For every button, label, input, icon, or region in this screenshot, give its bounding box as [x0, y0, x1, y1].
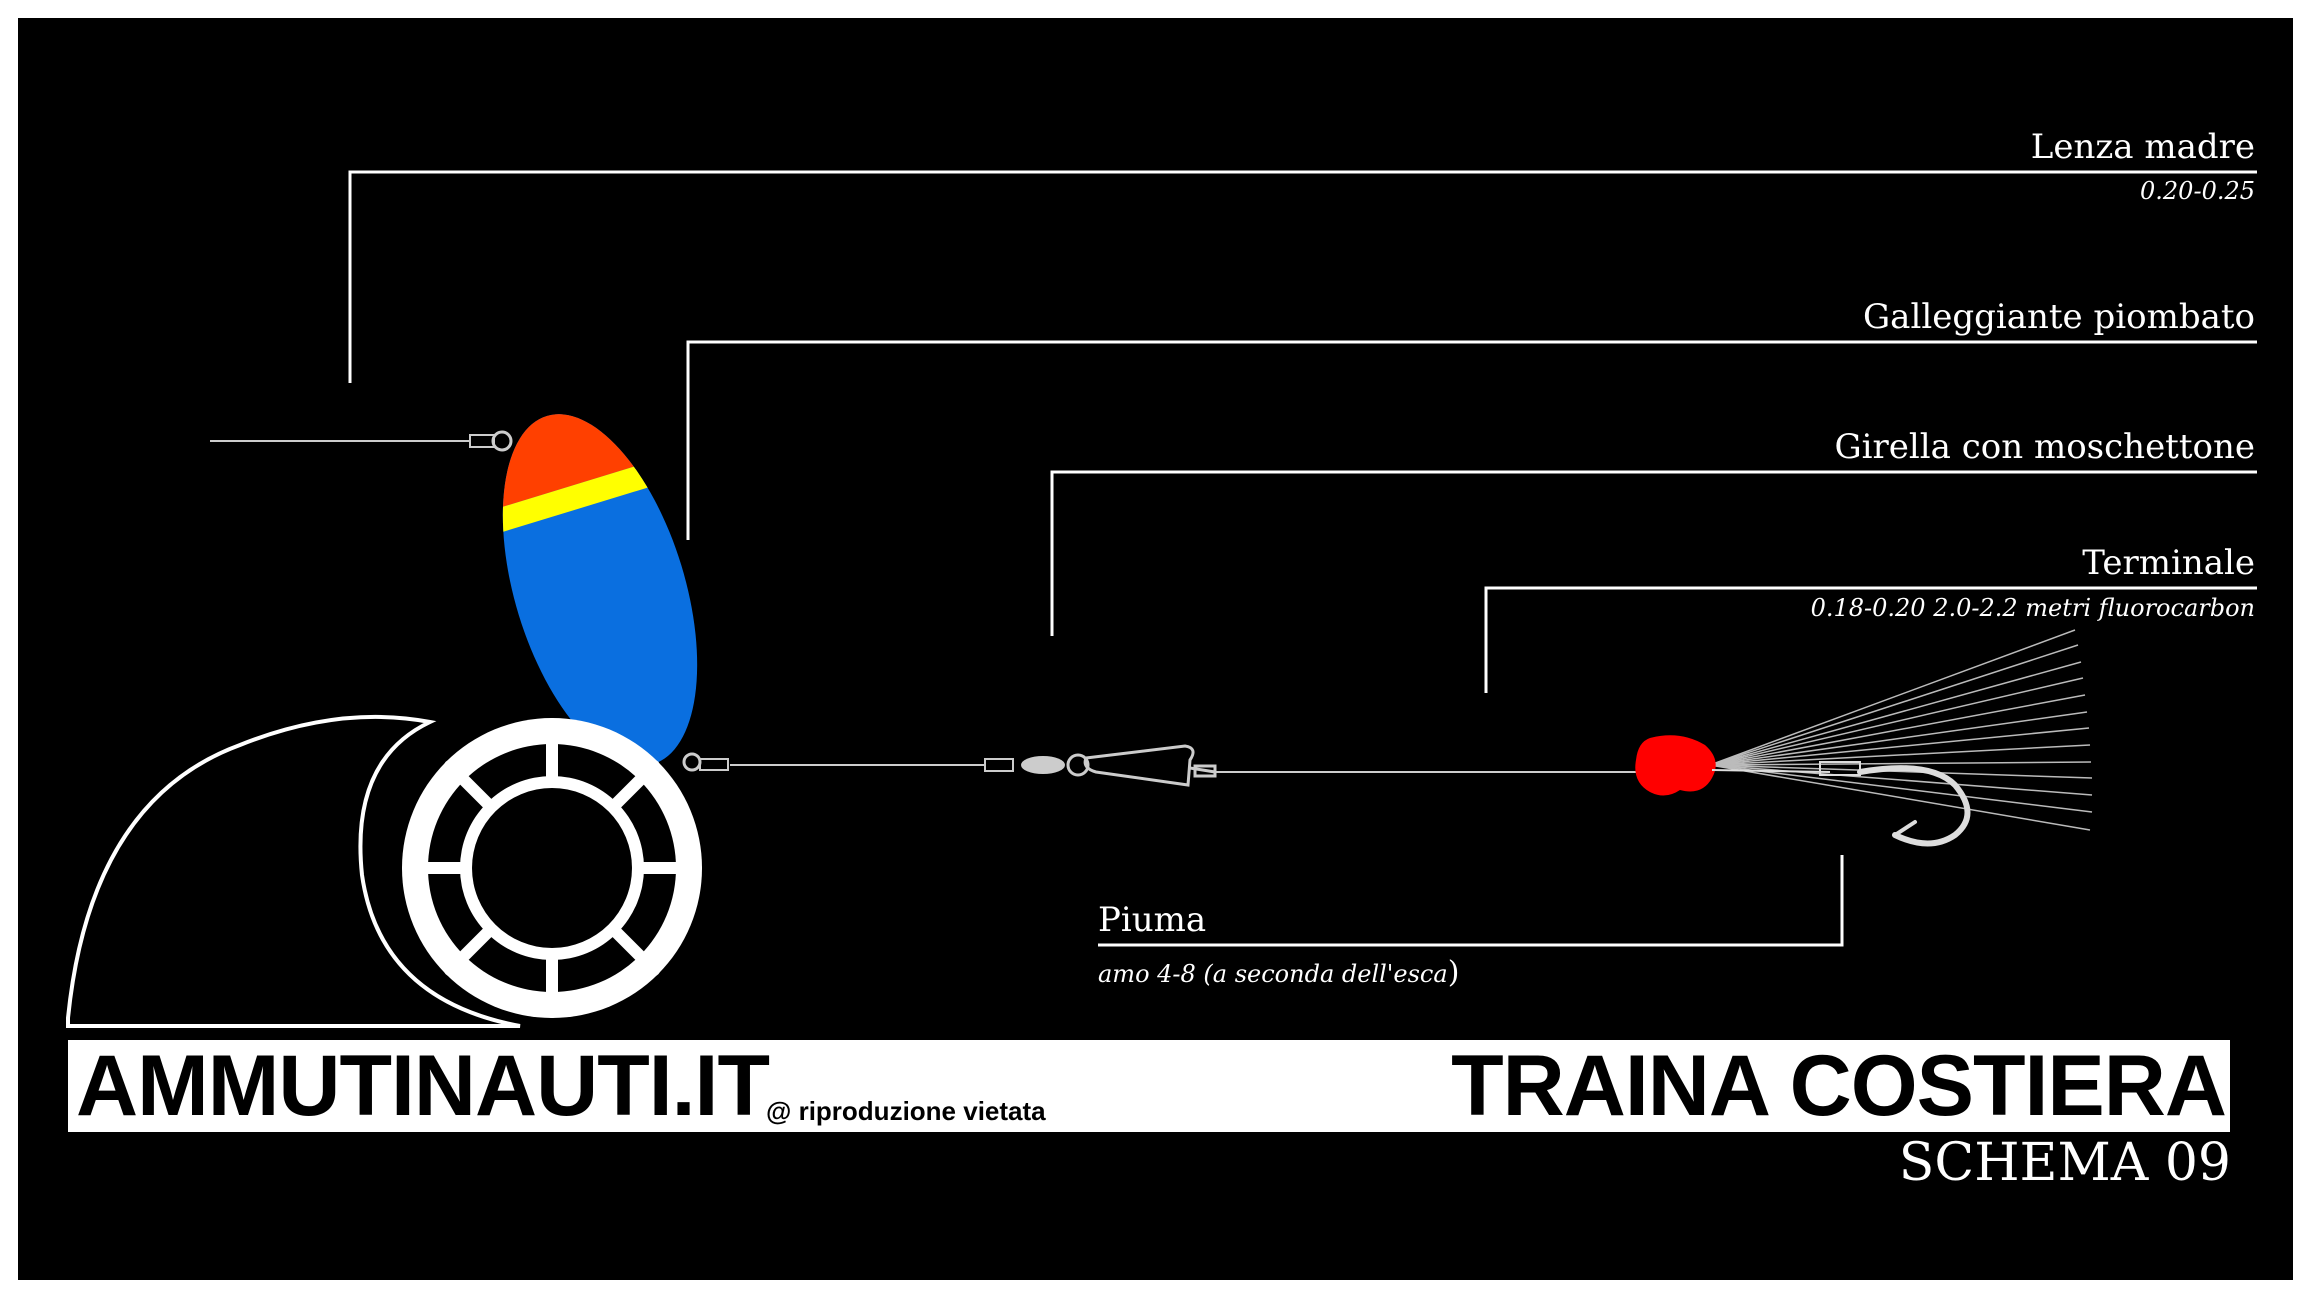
site-name: AMMUTINAUTI.IT: [76, 1038, 770, 1134]
spec-feather-text: amo 4-8 (a seconda dell'esca: [1098, 960, 1448, 988]
spec-feather-paren: ): [1447, 955, 1460, 990]
callout-feather: [1098, 855, 1844, 947]
callout-float: [686, 340, 2257, 540]
fishing-line: [210, 440, 1640, 773]
callout-swivel: [1050, 470, 2257, 636]
snap-icon: [1083, 744, 1217, 787]
ship-wheel-logo-icon: [402, 718, 702, 1018]
label-feather: Piuma: [1098, 900, 1207, 940]
feather-lure-icon: [1635, 629, 2093, 831]
copyright-note: @ riproduzione vietata: [766, 1096, 1046, 1126]
page-title: TRAINA COSTIERA: [1451, 1038, 2227, 1134]
label-float: Galleggiante piombato: [1863, 297, 2255, 337]
schema-number: SCHEMA 09: [1898, 1133, 2231, 1193]
callout-lines: [348, 170, 2257, 947]
footer-banner: AMMUTINAUTI.IT @ riproduzione vietata TR…: [68, 1040, 2230, 1132]
hook-icon: [1857, 765, 1971, 847]
label-leader: Terminale: [2082, 543, 2255, 583]
wave-logo-icon: [66, 714, 521, 1028]
label-main-line: Lenza madre: [2030, 127, 2255, 167]
callout-leader: [1484, 586, 2257, 693]
spec-main-line: 0.20-0.25: [2140, 177, 2255, 205]
spec-leader: 0.18-0.20 2.0-2.2 metri fluorocarbon: [1810, 594, 2255, 622]
spec-feather: amo 4-8 (a seconda dell'esca): [1098, 955, 1459, 990]
label-swivel: Girella con moschettone: [1834, 427, 2255, 467]
callout-main-line: [348, 170, 2257, 383]
swivel-icon: [984, 753, 1090, 777]
